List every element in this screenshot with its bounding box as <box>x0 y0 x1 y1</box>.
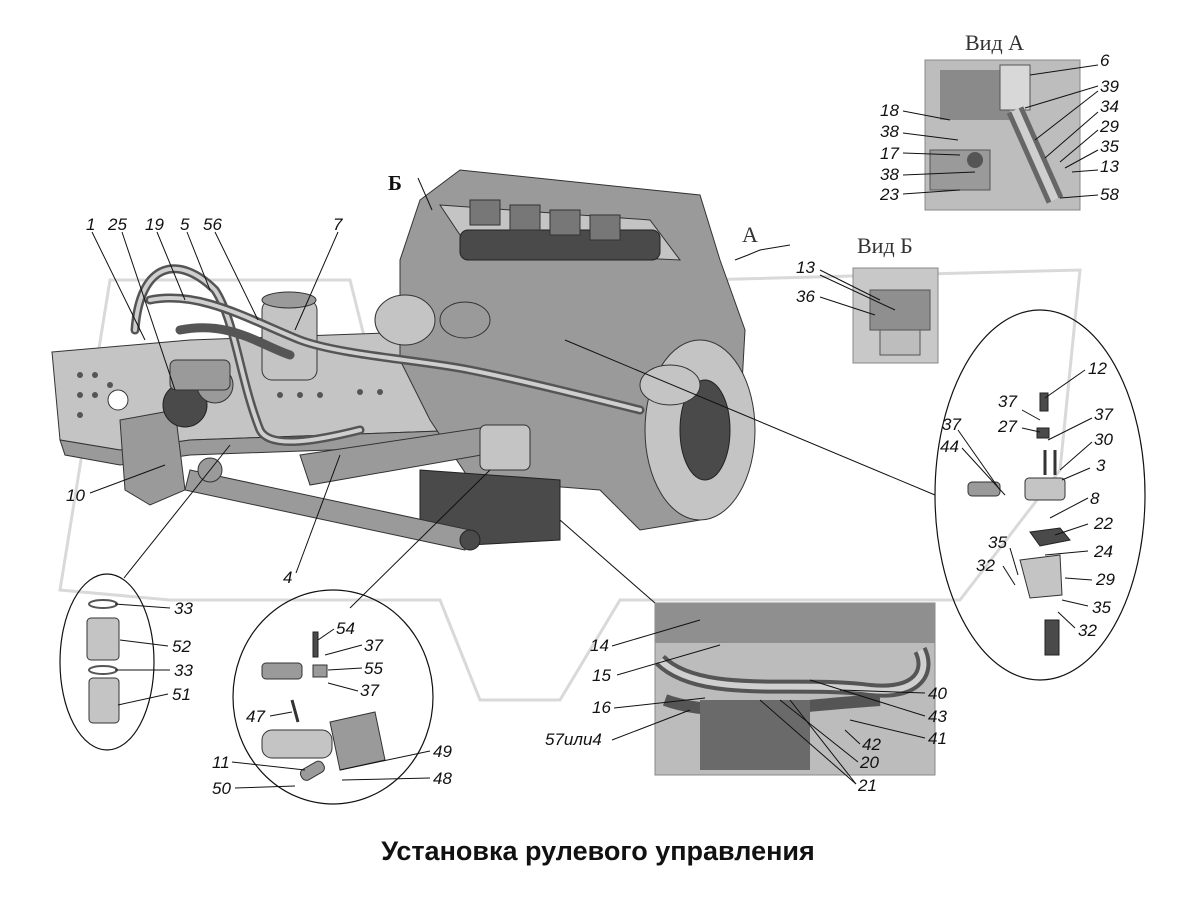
part-label: 32 <box>1078 621 1097 640</box>
part-label: 3 <box>1096 456 1106 475</box>
view-b-inset <box>852 267 939 364</box>
part-label: 14 <box>590 636 609 655</box>
part-label: 50 <box>212 779 231 798</box>
part-label: 33 <box>174 599 193 618</box>
part-label: 58 <box>1100 185 1119 204</box>
view-b-title: Вид Б <box>857 233 913 258</box>
part-label: 30 <box>1094 430 1113 449</box>
view-a-labels: 6 39 34 29 35 13 58 18 38 17 38 23 <box>879 51 1119 204</box>
part-label: 38 <box>880 122 899 141</box>
arrow-a-label: А <box>742 222 758 247</box>
part-label: 36 <box>796 287 815 306</box>
part-label: 37 <box>998 392 1017 411</box>
part-label: 33 <box>174 661 193 680</box>
main-assembly-illustration <box>51 169 756 551</box>
part-label: 35 <box>1092 598 1111 617</box>
part-label: 13 <box>796 258 815 277</box>
part-label: 54 <box>336 619 355 638</box>
part-label: 10 <box>66 486 85 505</box>
part-label: 32 <box>976 556 995 575</box>
view-a-title: Вид А <box>965 30 1024 55</box>
part-label: 7 <box>333 215 343 234</box>
part-label: 56 <box>203 215 222 234</box>
left-detail-parts <box>86 599 120 724</box>
part-label: 23 <box>879 185 899 204</box>
bottom-detail-labels: 14 15 16 57или4 40 43 41 42 20 21 <box>545 636 947 795</box>
middle-detail-circle <box>232 589 434 805</box>
leader-lines <box>89 64 1099 789</box>
part-label: 35 <box>988 533 1007 552</box>
part-label: 37 <box>942 415 961 434</box>
diagram-title: Установка рулевого управления <box>381 836 815 866</box>
part-label: 37 <box>1094 405 1113 424</box>
part-label: 35 <box>1100 137 1119 156</box>
part-label: 22 <box>1093 514 1113 533</box>
middle-detail-parts <box>261 631 386 781</box>
view-b-labels: 13 36 <box>796 258 815 306</box>
part-label: 42 <box>862 735 881 754</box>
bottom-detail-inset <box>654 602 936 776</box>
part-label: 44 <box>940 437 959 456</box>
part-label: 16 <box>592 698 611 717</box>
arrow-b-label: Б <box>388 171 402 195</box>
left-detail-circle <box>59 573 155 751</box>
part-label: 47 <box>246 707 265 726</box>
part-label: 43 <box>928 707 947 726</box>
part-label: 37 <box>360 681 379 700</box>
part-label: 29 <box>1099 117 1119 136</box>
part-label: 55 <box>364 659 383 678</box>
part-label: 52 <box>172 637 191 656</box>
part-label: 57или4 <box>545 730 602 749</box>
part-label: 49 <box>433 742 452 761</box>
part-label: 13 <box>1100 157 1119 176</box>
view-a-inset <box>924 59 1081 211</box>
part-label: 24 <box>1093 542 1113 561</box>
left-detail-labels: 33 52 33 51 <box>172 599 193 704</box>
part-label: 38 <box>880 165 899 184</box>
part-label: 5 <box>180 215 190 234</box>
right-detail-labels: 12 37 27 37 30 37 44 3 8 22 35 24 32 29 … <box>940 359 1115 640</box>
part-label: 19 <box>145 215 164 234</box>
part-label: 12 <box>1088 359 1107 378</box>
part-label: 51 <box>172 685 191 704</box>
right-detail-parts <box>967 392 1071 656</box>
part-label: 21 <box>857 776 877 795</box>
part-label: 34 <box>1100 97 1119 116</box>
part-label: 1 <box>86 215 95 234</box>
part-label: 4 <box>283 568 292 587</box>
middle-detail-labels: 54 37 55 37 47 11 50 49 48 <box>212 619 452 798</box>
part-label: 41 <box>928 729 947 748</box>
part-label: 37 <box>364 636 383 655</box>
part-label: 48 <box>433 769 452 788</box>
part-label: 17 <box>880 144 899 163</box>
part-label: 25 <box>107 215 127 234</box>
part-label: 40 <box>928 684 947 703</box>
part-label: 11 <box>212 753 230 772</box>
part-label: 39 <box>1100 77 1119 96</box>
part-label: 15 <box>592 666 611 685</box>
part-label: 20 <box>859 753 879 772</box>
part-label: 6 <box>1100 51 1110 70</box>
part-label: 27 <box>997 417 1017 436</box>
view-titles: Вид А Вид Б Б А <box>388 30 1024 258</box>
main-labels: 1 25 19 5 56 7 10 4 <box>66 215 343 587</box>
part-label: 29 <box>1095 570 1115 589</box>
part-label: 8 <box>1090 489 1100 508</box>
part-label: 18 <box>880 101 899 120</box>
